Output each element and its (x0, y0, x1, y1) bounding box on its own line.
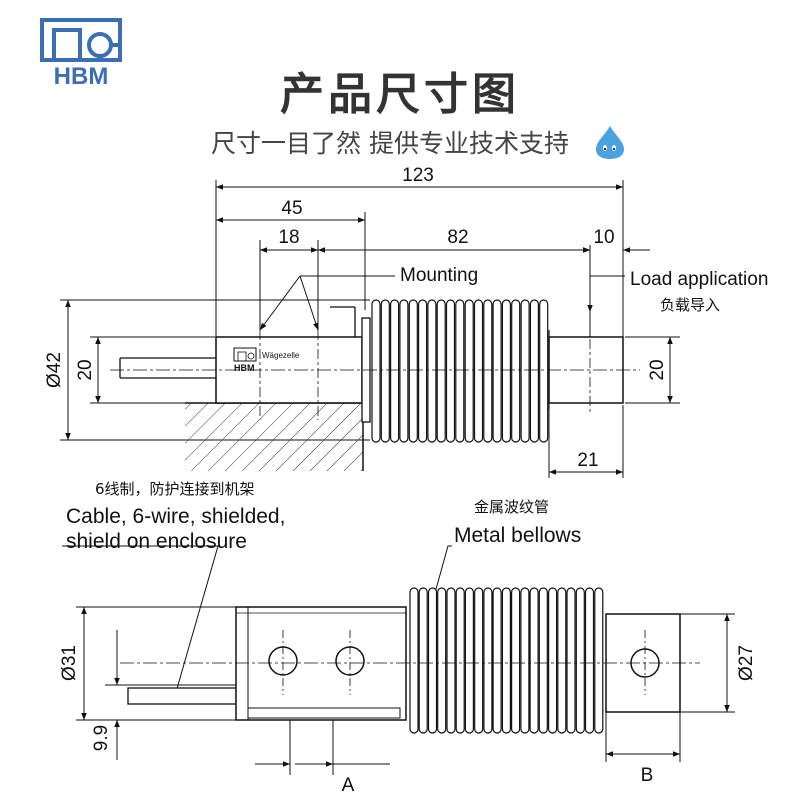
bellows-fin (492, 587, 502, 734)
bellows-fin (371, 299, 381, 443)
bellows-fin (418, 587, 428, 734)
dim-10: 10 (593, 227, 614, 248)
page-subtitle: 尺寸一目了然 提供专业技术支持 (211, 129, 569, 158)
dim-45: 45 (281, 198, 302, 219)
bellows-fin (520, 299, 530, 443)
bellows-fin (446, 587, 456, 734)
bellows-fin (483, 299, 493, 443)
bellows-fin (501, 587, 511, 734)
dim-total: 123 (402, 165, 434, 186)
bellows-fin (483, 587, 493, 734)
dim-dia42: Ø42 (44, 352, 65, 388)
bellows-fin (380, 299, 390, 443)
body-brand-text: HBM (234, 363, 255, 373)
bellows-fin (427, 299, 437, 443)
bellows-fin (464, 587, 474, 734)
bellows-fin (501, 299, 511, 443)
bellows-fin (464, 299, 474, 443)
dim-9-9: 9.9 (91, 725, 112, 751)
bellows-fin (557, 587, 567, 734)
top-bellows (409, 587, 604, 734)
bellows-fin (409, 587, 419, 734)
bellows-fin (538, 587, 548, 734)
hbm-logo: HBM (40, 18, 122, 88)
mounting-label: Mounting (400, 265, 478, 286)
bellows-fin (594, 587, 604, 734)
bellows-fin (511, 587, 521, 734)
side-bellows (371, 299, 549, 443)
bellows-fin (547, 587, 558, 734)
bellows-fin (455, 587, 465, 734)
bellows-fin (436, 299, 446, 443)
dim-20-left: 20 (75, 359, 96, 380)
body-caption-text: Wägezelle (262, 351, 300, 360)
bellows-fin (575, 587, 585, 734)
dim-dia31: Ø31 (59, 645, 80, 681)
bellows-fin (511, 299, 521, 443)
bellows-fin (399, 299, 409, 443)
cable-cn-label: 6线制，防护连接到机架 (95, 480, 255, 498)
load-application-label: Load application (630, 269, 768, 290)
dim-18: 18 (278, 227, 299, 248)
dim-82: 82 (447, 227, 468, 248)
dim-dia27: Ø27 (736, 645, 757, 681)
page-title: 产品尺寸图 (280, 69, 520, 120)
logo-text: HBM (54, 63, 109, 88)
bellows-label: Metal bellows (454, 524, 581, 547)
bellows-fin (455, 299, 465, 443)
bellows-fin (473, 299, 484, 443)
bellows-fin (529, 299, 540, 443)
bellows-fin (529, 587, 539, 734)
bellows-cn-label: 金属波纹管 (474, 498, 549, 516)
cable-label-line2: shield on enclosure (66, 530, 247, 553)
bellows-fin (539, 299, 549, 443)
dim-20-right: 20 (647, 359, 668, 380)
bellows-fin (445, 299, 456, 443)
dim-21: 21 (577, 450, 598, 471)
cable-label-line1: Cable, 6-wire, shielded, (66, 505, 285, 528)
bellows-fin (584, 587, 595, 734)
bellows-fin (474, 587, 484, 734)
bellows-fin (418, 299, 428, 443)
bellows-fin (427, 587, 438, 734)
bellows-fin (566, 587, 576, 734)
bellows-fin (520, 587, 530, 734)
load-application-cn-label: 负载导入 (660, 296, 720, 314)
bellows-fin (437, 587, 447, 734)
droplet-mascot-icon (596, 126, 624, 159)
bellows-fin (390, 299, 400, 443)
dim-b: B (641, 765, 654, 786)
dim-a: A (342, 775, 355, 796)
bellows-fin (492, 299, 502, 443)
bellows-fin (408, 299, 418, 443)
